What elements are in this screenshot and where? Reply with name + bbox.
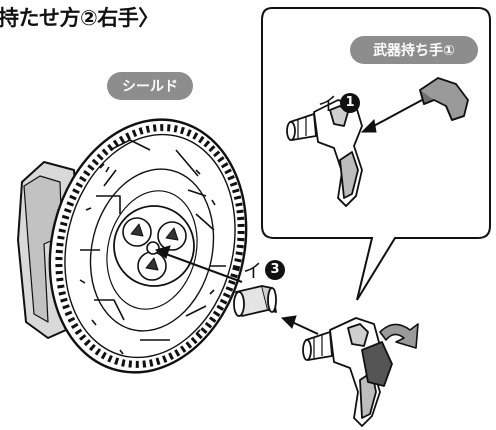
shield-label: シールド [107, 72, 193, 100]
step-number-badge: 3 [265, 259, 286, 280]
arrow-into-shield [154, 245, 243, 283]
hand-part-step-3 [302, 317, 393, 427]
shield [17, 118, 248, 374]
rotate-arrow [379, 323, 419, 349]
step-label-1: イ 1 [318, 89, 361, 116]
step-number-badge: 1 [340, 92, 361, 113]
weapon-grip-label: 武器持ち手① [350, 36, 478, 64]
arrow-hand-to-peg [280, 315, 319, 335]
weapon-grip-part [419, 77, 469, 121]
instruction-heading: 持たせ方②右手〉 [0, 6, 159, 30]
shield-center-socket [146, 241, 160, 255]
shield-hub [122, 217, 187, 281]
hand-part-step-1 [286, 99, 363, 207]
shield-rune-band [55, 124, 245, 368]
step-label-3: イ 3 [243, 256, 286, 283]
connector-peg [233, 285, 277, 317]
step-letter: イ [243, 260, 263, 282]
step-letter: イ [318, 93, 338, 115]
arrow-grip-to-hand [360, 99, 423, 133]
